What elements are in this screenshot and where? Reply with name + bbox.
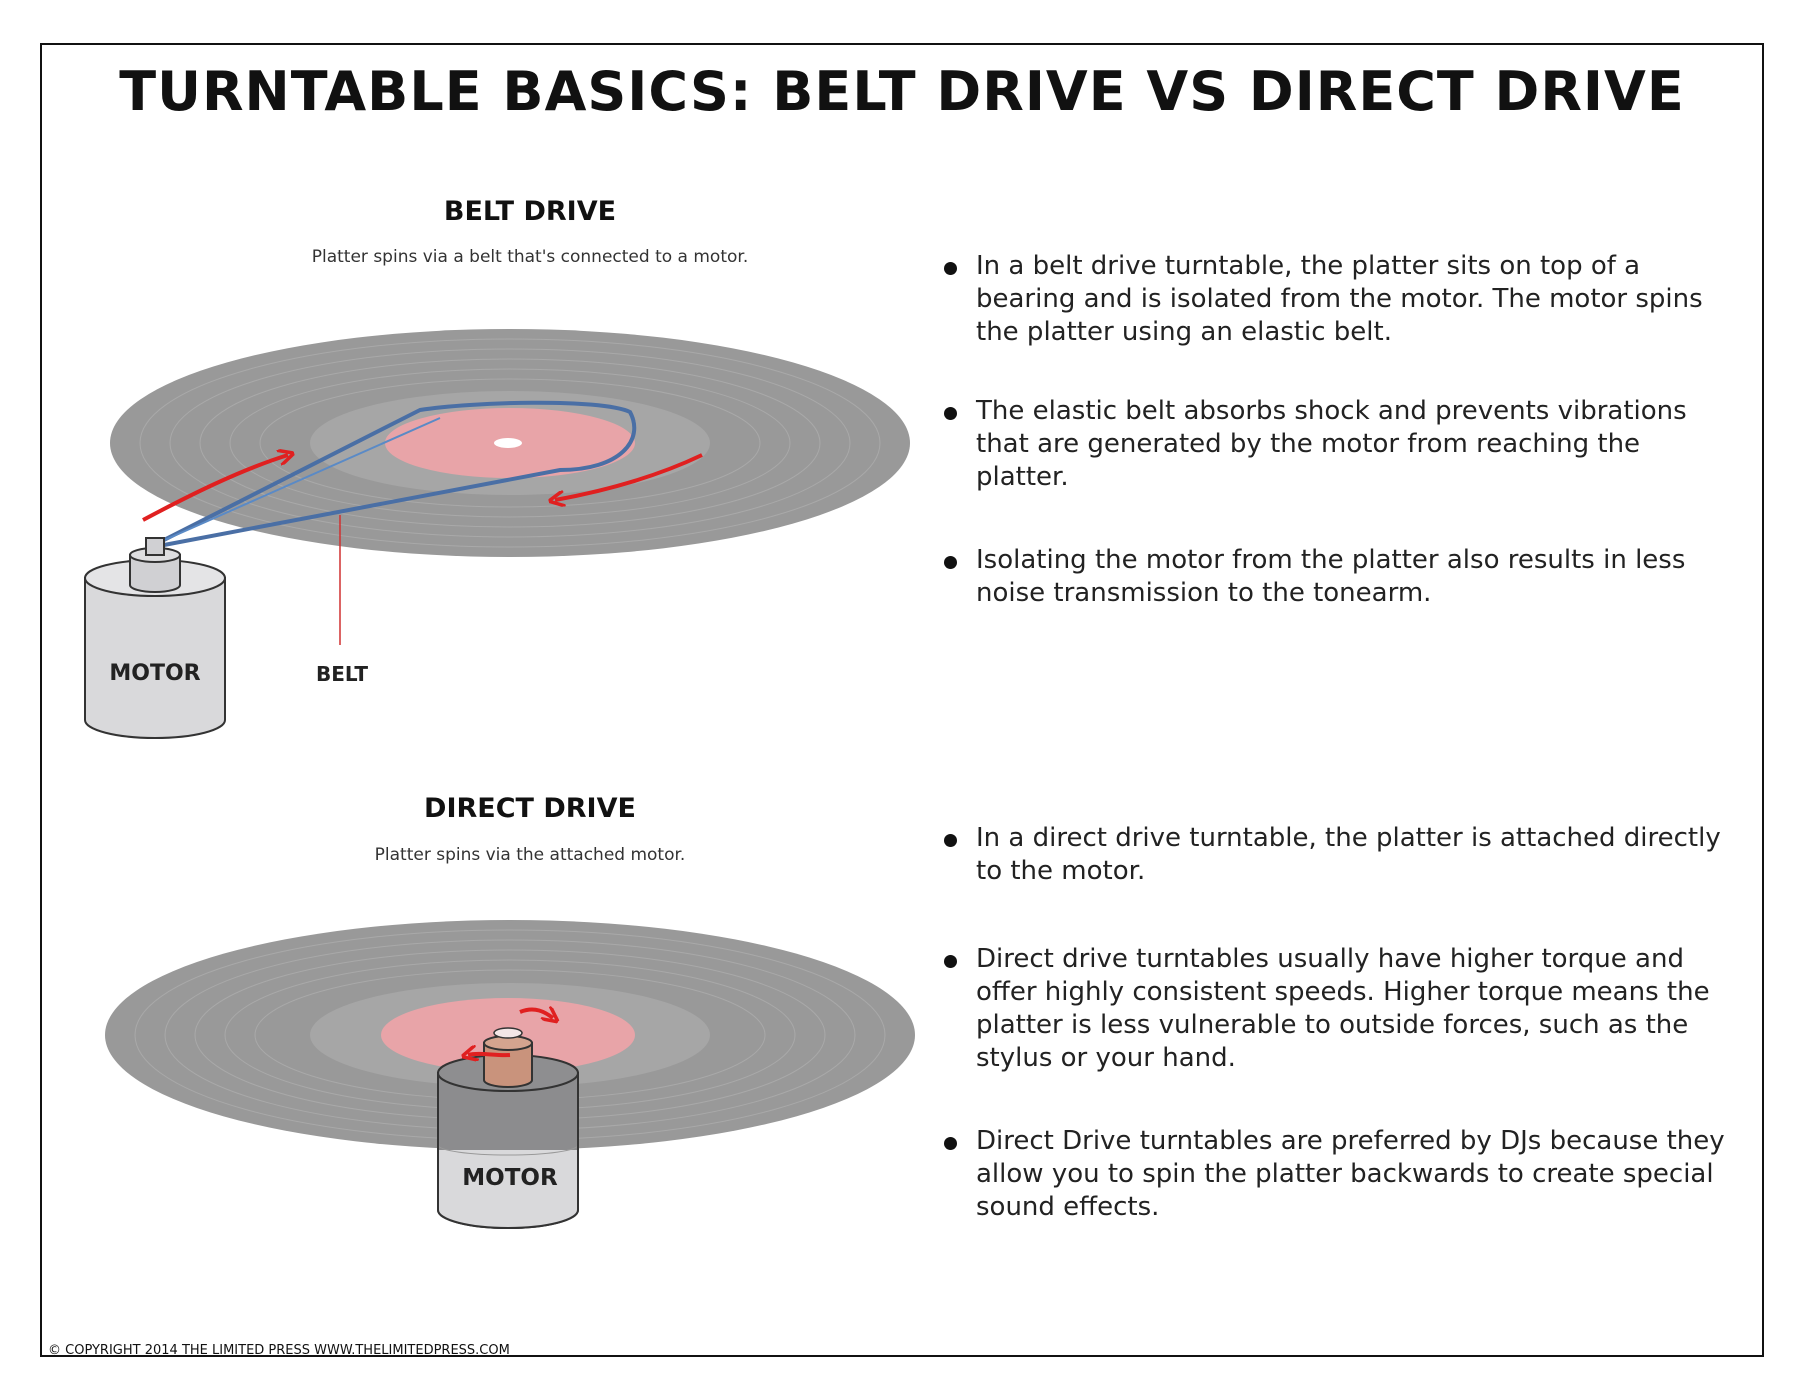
direct-drive-heading: DIRECT DRIVE (424, 793, 636, 824)
record-grooves (139, 338, 881, 548)
list-item: The elastic belt absorbs shock and preve… (940, 395, 1730, 494)
list-item: In a belt drive turntable, the platter s… (940, 250, 1730, 349)
belt-spindle-hole (494, 438, 522, 448)
direct-arrow-left (468, 1054, 511, 1055)
belt-drive-subtitle: Platter spins via a belt that's connecte… (311, 247, 749, 267)
belt-label: BELT (316, 662, 368, 686)
belt-arrow-right (555, 453, 703, 500)
direct-motor-label: MOTOR (462, 1165, 558, 1191)
belt-drive-bullets: In a belt drive turntable, the platter s… (940, 250, 1730, 610)
direct-drive-bullets: In a direct drive turntable, the platter… (940, 822, 1730, 1224)
belt-arrow-left (142, 455, 288, 522)
belt-drive-heading: BELT DRIVE (443, 196, 617, 227)
belt-motor (84, 537, 226, 739)
list-item: Isolating the motor from the platter als… (940, 544, 1730, 610)
direct-drive-subtitle: Platter spins via the attached motor. (374, 845, 686, 865)
page-frame (40, 43, 1764, 1357)
direct-drive-figure (105, 920, 915, 1229)
list-item: In a direct drive turntable, the platter… (940, 822, 1730, 888)
page-title: TURNTABLE BASICS: BELT DRIVE VS DIRECT D… (119, 60, 1685, 123)
belt-motor-label: MOTOR (109, 661, 200, 686)
list-item: Direct Drive turntables are preferred by… (940, 1125, 1730, 1224)
copyright-notice: © COPYRIGHT 2014 THE LIMITED PRESS WWW.T… (48, 1343, 510, 1358)
list-item: Direct drive turntables usually have hig… (940, 943, 1730, 1075)
belt-loop (157, 400, 637, 547)
belt-drive-figure (84, 329, 910, 739)
direct-motor (437, 1027, 579, 1229)
direct-arrow-right (519, 1010, 553, 1018)
